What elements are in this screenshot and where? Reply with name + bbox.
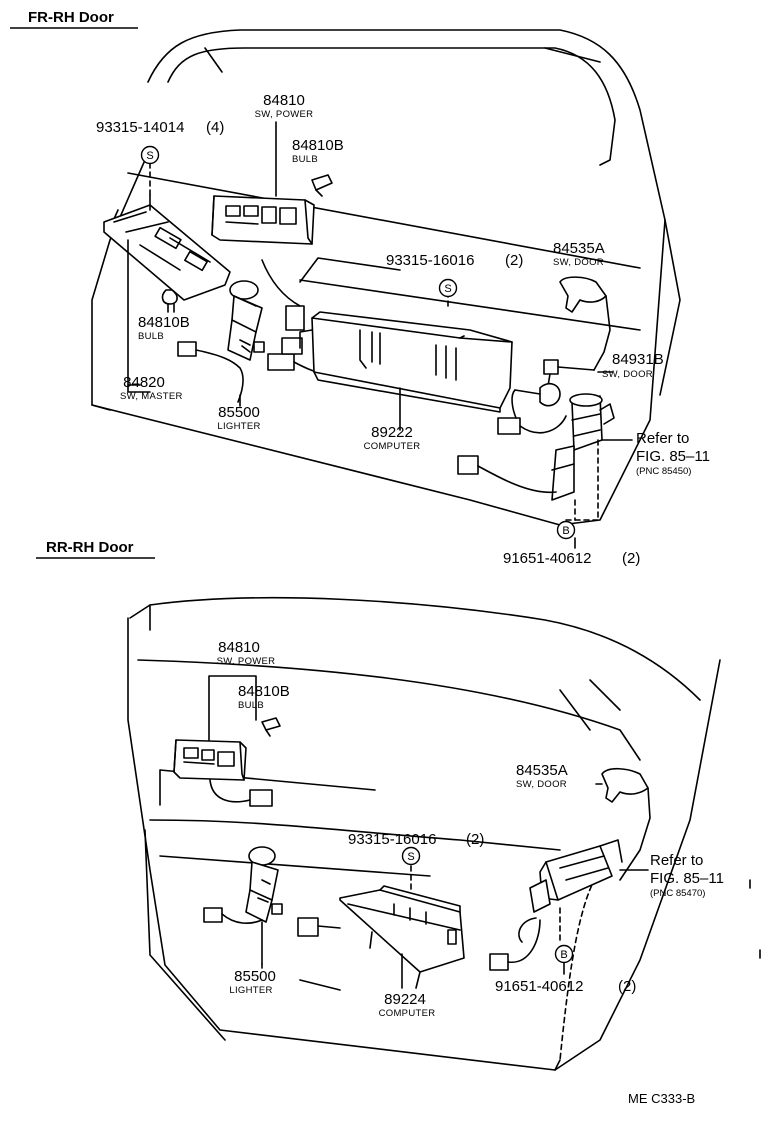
fr-power-switch-desc: SW, POWER bbox=[254, 109, 314, 120]
fr-power-bulb-pn: 84810B bbox=[292, 137, 344, 154]
rr-bulb-pn: 84810B bbox=[238, 683, 290, 700]
fr-ref-fig: FIG. 85–11 bbox=[636, 448, 710, 465]
fr-screw-marker-computer-label: S bbox=[444, 283, 451, 295]
fr-section-title: FR-RH Door bbox=[28, 9, 114, 26]
fr-computer-icon bbox=[299, 311, 513, 413]
fr-door-switch-b-pn: 84931B bbox=[612, 351, 664, 368]
fr-power-switch-pn: 84810 bbox=[263, 92, 305, 109]
rr-ref-fig: FIG. 85–11 bbox=[650, 870, 724, 887]
fr-screw-marker-front-label: S bbox=[146, 150, 153, 162]
fr-door-switch-b-desc: SW, DOOR bbox=[602, 369, 653, 380]
rr-bolt-marker bbox=[554, 944, 574, 964]
fr-screw-computer-pn: 93315-16016 bbox=[386, 252, 475, 269]
fr-door-window-frame-inner bbox=[167, 47, 616, 166]
fr-master-switch-icon bbox=[103, 204, 231, 301]
fr-door-window-frame bbox=[147, 29, 681, 396]
rr-lighter-icon bbox=[245, 846, 283, 923]
fr-actuator-harness-icon bbox=[457, 455, 557, 494]
fr-door-switch-b-icon bbox=[497, 359, 595, 435]
rr-computer-desc: COMPUTER bbox=[378, 1008, 436, 1019]
fr-lighter-desc: LIGHTER bbox=[217, 421, 261, 432]
fr-bolt-marker bbox=[556, 520, 576, 540]
rr-lighter-pn: 85500 bbox=[234, 968, 276, 985]
rr-bolt-qty: (2) bbox=[618, 978, 637, 995]
fr-door-switch-a-desc: SW, DOOR bbox=[553, 257, 604, 268]
fr-screw-computer-qty: (2) bbox=[505, 252, 524, 269]
rr-door-window-frame bbox=[149, 596, 701, 701]
rr-bolt-marker-label: B bbox=[560, 949, 567, 961]
fr-master-bulb-desc: BULB bbox=[138, 331, 165, 342]
rr-lock-actuator-icon bbox=[529, 839, 623, 913]
rr-power-switch-icon bbox=[173, 739, 273, 807]
rr-actuator-harness-icon bbox=[489, 917, 541, 971]
fr-master-bulb-icon bbox=[161, 289, 178, 313]
fr-master-switch-pn: 84820 bbox=[123, 374, 165, 391]
rr-door-switch-pn: 84535A bbox=[516, 762, 568, 779]
fr-door-panel-outline bbox=[91, 159, 666, 526]
fr-master-switch-desc: SW, MASTER bbox=[120, 391, 183, 402]
fr-ref-pnc: (PNC 85450) bbox=[636, 466, 692, 477]
rr-door-switch-icon bbox=[601, 767, 651, 881]
rr-screw-computer-qty: (2) bbox=[466, 831, 485, 848]
rr-section-title: RR-RH Door bbox=[46, 539, 134, 556]
rr-computer-icon bbox=[339, 885, 465, 989]
fr-master-bulb-pn: 84810B bbox=[138, 314, 190, 331]
fr-ref-text: Refer to bbox=[636, 430, 690, 447]
rr-computer-pn: 89224 bbox=[384, 991, 426, 1008]
fr-bolt-marker-label: B bbox=[562, 525, 569, 537]
fr-door-switch-a-icon bbox=[559, 276, 611, 371]
figure-code: ME C333-B bbox=[628, 1091, 696, 1106]
rr-power-bulb-icon bbox=[261, 717, 281, 737]
rr-ref-pnc: (PNC 85470) bbox=[650, 888, 706, 899]
rr-ref-text: Refer to bbox=[650, 852, 704, 869]
rr-power-switch-desc: SW, POWER bbox=[216, 656, 276, 667]
fr-screw-marker-computer bbox=[438, 278, 458, 298]
rr-bolt-pn: 91651-40612 bbox=[495, 978, 584, 995]
fr-lock-actuator-icon bbox=[551, 393, 615, 501]
fr-lighter-icon bbox=[227, 280, 265, 361]
rr-lighter-harness-icon bbox=[203, 907, 341, 965]
fr-door-switch-a-pn: 84535A bbox=[553, 240, 605, 257]
fr-power-bulb-desc: BULB bbox=[292, 154, 319, 165]
rr-bulb-desc: BULB bbox=[238, 700, 265, 711]
rr-door-switch-desc: SW, DOOR bbox=[516, 779, 567, 790]
fr-computer-desc: COMPUTER bbox=[363, 441, 421, 452]
fr-lighter-pn: 85500 bbox=[218, 404, 260, 421]
fr-power-switch-icon bbox=[211, 195, 315, 245]
fr-screw-front-qty: (4) bbox=[206, 119, 225, 136]
fr-connector-cluster-icon bbox=[261, 259, 319, 373]
fr-master-connector-icon bbox=[177, 341, 244, 403]
rr-screw-marker-computer bbox=[401, 846, 421, 866]
fr-screw-marker-front bbox=[140, 145, 160, 165]
fr-bolt-pn: 91651-40612 bbox=[503, 550, 592, 567]
rr-screw-marker-computer-label: S bbox=[407, 851, 414, 863]
rr-screw-computer-pn: 93315-16016 bbox=[348, 831, 437, 848]
rr-power-switch-pn: 84810 bbox=[218, 639, 260, 656]
fr-computer-pn: 89222 bbox=[371, 424, 413, 441]
rr-lighter-desc: LIGHTER bbox=[229, 985, 273, 996]
fr-bolt-qty: (2) bbox=[622, 550, 641, 567]
fr-power-bulb-icon bbox=[311, 174, 333, 197]
fr-screw-front-pn: 93315-14014 bbox=[96, 119, 185, 136]
